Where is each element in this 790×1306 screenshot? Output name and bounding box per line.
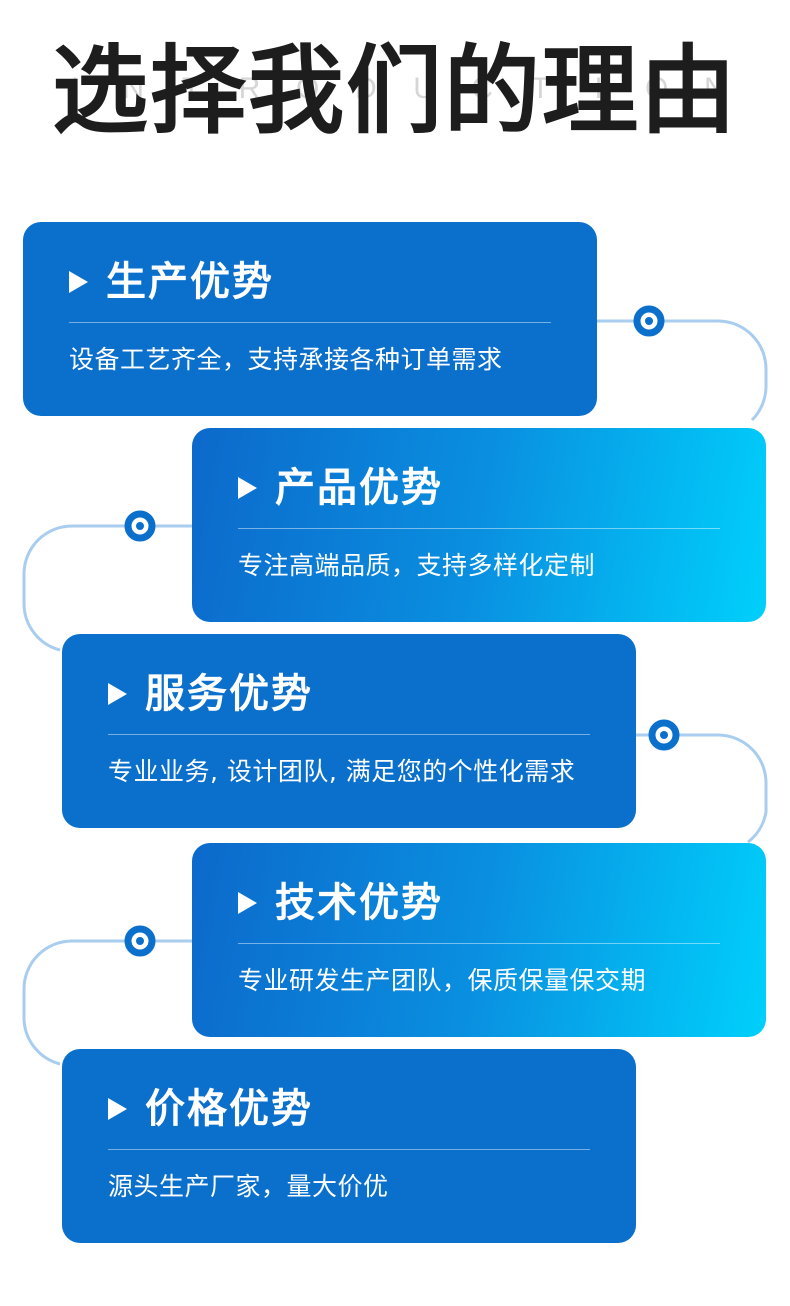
node-dots — [124, 305, 680, 957]
card-desc: 设备工艺齐全，支持承接各种订单需求 — [69, 345, 503, 374]
connector-2-3 — [22, 524, 194, 652]
play-icon — [108, 683, 127, 705]
play-icon — [238, 892, 257, 914]
card-price: 价格优势 源头生产厂家，量大价优 — [62, 1049, 636, 1243]
card-production: 生产优势 设备工艺齐全，支持承接各种订单需求 — [23, 222, 597, 416]
connector-1-2 — [596, 319, 768, 422]
play-icon — [69, 271, 88, 293]
intro-watermark: I N T R O D U C T I O N — [70, 72, 726, 105]
card-title: 生产优势 — [106, 259, 274, 305]
card-product: 产品优势 专注高端品质，支持多样化定制 — [192, 428, 766, 622]
card-desc: 专注高端品质，支持多样化定制 — [238, 551, 596, 580]
page-title: 选择我们的理由 — [52, 35, 738, 147]
play-icon — [238, 477, 257, 499]
card-technology: 技术优势 专业研发生产团队，保质保量保交期 — [192, 843, 766, 1037]
card-desc: 专业研发生产团队，保质保量保交期 — [238, 966, 647, 995]
divider — [238, 943, 720, 944]
card-desc: 专业业务, 设计团队, 满足您的个性化需求 — [108, 757, 576, 786]
connector-4-5 — [22, 939, 194, 1066]
play-icon — [108, 1098, 127, 1120]
connector-3-4 — [636, 733, 768, 844]
divider — [108, 734, 590, 735]
card-title: 技术优势 — [275, 880, 443, 926]
card-title: 服务优势 — [145, 671, 313, 717]
divider — [238, 528, 720, 529]
divider — [69, 322, 551, 323]
card-title: 产品优势 — [275, 465, 443, 511]
card-title: 价格优势 — [145, 1086, 313, 1132]
header: I N T R O D U C T I O N 选择我们的理由 — [0, 0, 790, 200]
card-service: 服务优势 专业业务, 设计团队, 满足您的个性化需求 — [62, 634, 636, 828]
divider — [108, 1149, 590, 1150]
card-desc: 源头生产厂家，量大价优 — [108, 1172, 389, 1201]
